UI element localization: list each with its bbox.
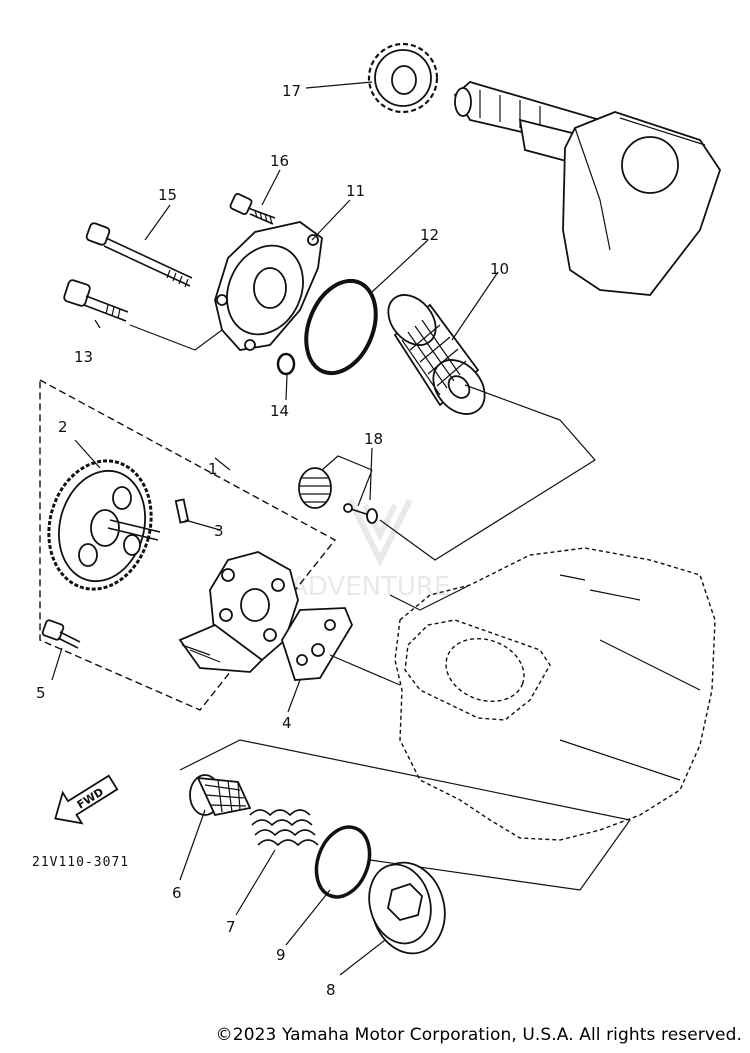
- label-11: 11: [346, 182, 365, 200]
- label-16: 16: [270, 152, 289, 170]
- crankshaft-drawing: [453, 80, 721, 296]
- parts-diagram: ADVENTURE: [32, 42, 721, 999]
- label-6: 6: [172, 884, 182, 902]
- label-5: 5: [36, 684, 46, 702]
- leader-lines: [51, 81, 596, 976]
- label-7: 7: [226, 918, 236, 936]
- label-4: 4: [282, 714, 292, 732]
- crankcase-outline: [394, 547, 716, 841]
- bolt-13: [63, 279, 129, 322]
- label-10: 10: [490, 260, 509, 278]
- label-14: 14: [270, 402, 289, 420]
- label-3: 3: [214, 522, 224, 540]
- copyright-notice: ©2023 Yamaha Motor Corporation, U.S.A. A…: [215, 1025, 742, 1045]
- svg-text:ADVENTURE: ADVENTURE: [290, 572, 450, 602]
- label-1: 1: [208, 460, 218, 478]
- callout-labels: 1 2 3 4 5 6 7 8 9 10 11 12 13 14 15 16 1…: [36, 82, 509, 999]
- strainer-assembly: [179, 739, 632, 955]
- drain-plug-8: [368, 861, 446, 955]
- label-9: 9: [276, 946, 286, 964]
- strainer-6: [189, 774, 252, 817]
- label-12: 12: [420, 226, 439, 244]
- o-ring-14: [276, 352, 296, 376]
- pump-body: [178, 551, 299, 673]
- spring-7: [249, 809, 319, 847]
- pump-gear-2: [47, 459, 161, 591]
- label-18: 18: [364, 430, 383, 448]
- o-ring-9: [314, 825, 372, 899]
- label-2: 2: [58, 418, 68, 436]
- filter-cover-11: [214, 221, 323, 351]
- label-8: 8: [326, 981, 336, 999]
- oil-filter-10: [387, 294, 486, 415]
- gasket-4: [281, 607, 354, 681]
- oil-pump-assembly-1: [39, 378, 337, 711]
- label-15: 15: [158, 186, 177, 204]
- bolt-5: [41, 619, 81, 649]
- label-17: 17: [282, 82, 301, 100]
- label-13: 13: [74, 348, 93, 366]
- bolt-16: [229, 193, 276, 225]
- pin-3: [174, 498, 190, 524]
- sprocket-17: [367, 42, 439, 114]
- bolt-15: [85, 222, 193, 288]
- check-valve-18: [298, 467, 378, 524]
- o-ring-12: [304, 278, 378, 376]
- part-code: 21V110-3071: [32, 855, 129, 870]
- fwd-arrow-icon: FWD: [54, 774, 119, 825]
